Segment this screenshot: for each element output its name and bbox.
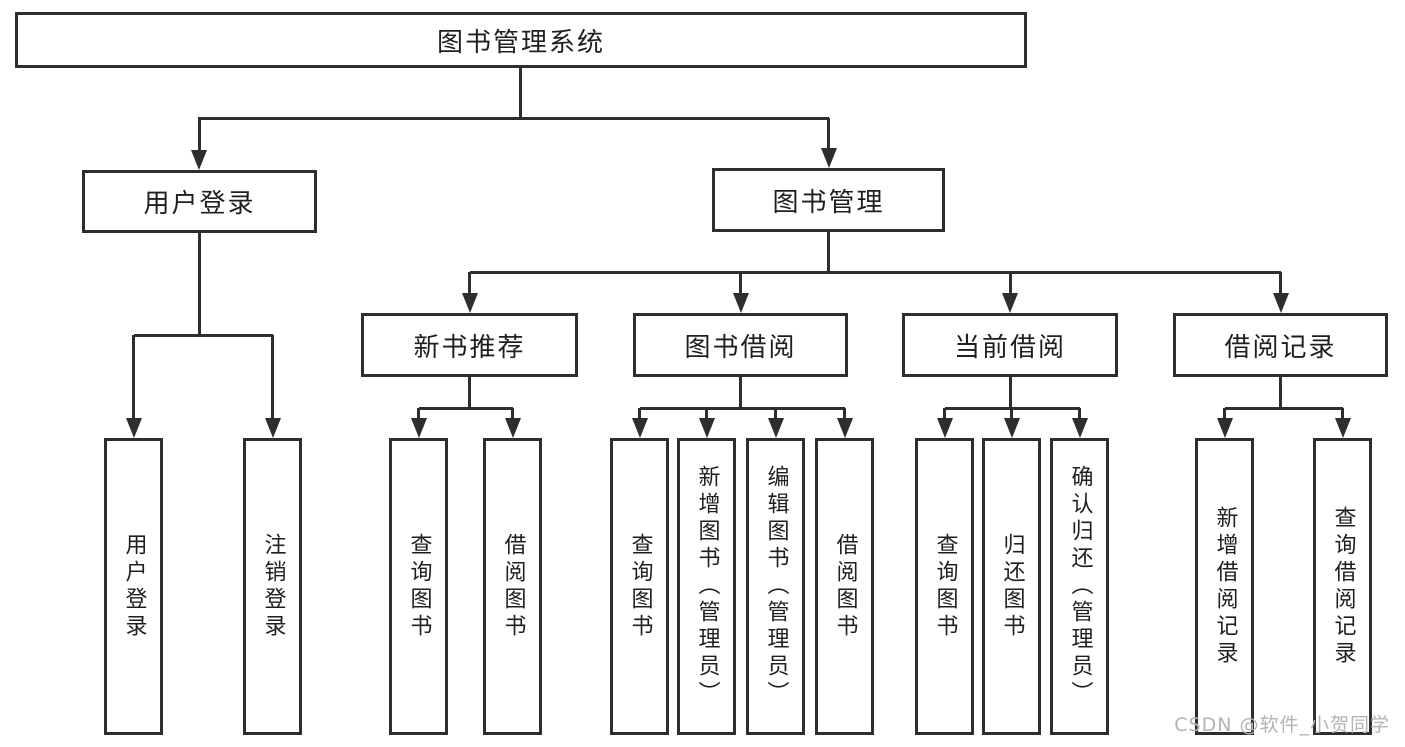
arrow-down-icon xyxy=(1334,418,1351,438)
leaf-current-query-book: 查询图书 xyxy=(915,438,974,735)
leaf-return-book: 归还图书 xyxy=(982,438,1041,735)
leaf-user-login: 用户登录 xyxy=(104,438,163,735)
connector-line xyxy=(468,377,471,408)
node-current-borrow: 当前借阅 xyxy=(902,313,1118,377)
node-borrow-record: 借阅记录 xyxy=(1173,313,1388,377)
connector-line xyxy=(1010,408,1013,420)
leaf-borrow-book: 借阅图书 xyxy=(815,438,874,735)
leaf-recommend-query-book: 查询图书 xyxy=(389,438,448,735)
leaf-confirm-return-admin: 确认归还（管理员） xyxy=(1050,438,1109,735)
connector-line xyxy=(511,408,514,420)
arrow-down-icon xyxy=(1216,418,1233,438)
arrow-down-icon xyxy=(631,418,648,438)
connector-line xyxy=(1279,377,1282,408)
arrow-down-icon xyxy=(1272,293,1289,313)
node-book-borrow: 图书借阅 xyxy=(633,313,848,377)
arrow-down-icon xyxy=(191,150,207,170)
arrow-down-icon xyxy=(698,418,715,438)
connector-line xyxy=(198,116,829,120)
leaf-logout: 注销登录 xyxy=(243,438,302,735)
connector-line xyxy=(469,270,1281,274)
arrow-down-icon xyxy=(264,418,281,438)
connector-line xyxy=(739,377,742,408)
node-root: 图书管理系统 xyxy=(15,12,1027,68)
arrow-down-icon xyxy=(504,418,521,438)
arrow-down-icon xyxy=(767,418,784,438)
arrow-down-icon xyxy=(125,418,142,438)
connector-line xyxy=(468,272,471,295)
arrow-down-icon xyxy=(1002,293,1018,313)
connector-line xyxy=(774,408,777,420)
connector-line xyxy=(739,272,742,295)
node-user-login: 用户登录 xyxy=(82,170,317,233)
connector-line xyxy=(638,408,641,420)
connector-line xyxy=(132,335,135,420)
watermark: CSDN @软件_小贺同学 xyxy=(1174,714,1390,736)
leaf-edit-book-admin: 编辑图书（管理员） xyxy=(746,438,805,735)
connector-line xyxy=(1279,272,1282,295)
connector-line xyxy=(417,408,420,420)
connector-line xyxy=(133,333,273,337)
leaf-add-borrow-record: 新增借阅记录 xyxy=(1195,438,1254,735)
arrow-down-icon xyxy=(461,293,478,313)
connector-line xyxy=(1008,272,1012,295)
connector-line xyxy=(1008,377,1012,408)
connector-line xyxy=(198,233,201,335)
leaf-recommend-borrow-book: 借阅图书 xyxy=(483,438,542,735)
leaf-add-book-admin: 新增图书（管理员） xyxy=(677,438,736,735)
node-new-book-recommend: 新书推荐 xyxy=(361,313,578,377)
arrow-down-icon xyxy=(1003,418,1020,438)
leaf-query-borrow-record: 查询借阅记录 xyxy=(1313,438,1372,735)
arrow-down-icon xyxy=(936,418,953,438)
connector-line xyxy=(1341,408,1344,420)
arrow-down-icon xyxy=(732,293,749,313)
connector-line xyxy=(1078,408,1081,420)
connector-line xyxy=(827,232,830,272)
arrow-down-icon xyxy=(1071,418,1088,438)
connector-line xyxy=(418,406,513,410)
leaf-borrow-query-book: 查询图书 xyxy=(610,438,669,735)
arrow-down-icon xyxy=(410,418,427,438)
connector-line xyxy=(518,68,522,118)
node-book-management: 图书管理 xyxy=(712,168,945,232)
connector-line xyxy=(843,408,846,420)
connector-line xyxy=(197,118,201,152)
arrow-down-icon xyxy=(820,148,837,168)
connector-line xyxy=(1224,406,1343,410)
connector-line xyxy=(271,335,274,420)
arrow-down-icon xyxy=(836,418,853,438)
connector-line xyxy=(943,408,946,420)
connector-line xyxy=(1223,408,1226,420)
connector-line xyxy=(639,406,845,410)
connector-line xyxy=(827,118,830,150)
connector-line xyxy=(705,408,708,420)
